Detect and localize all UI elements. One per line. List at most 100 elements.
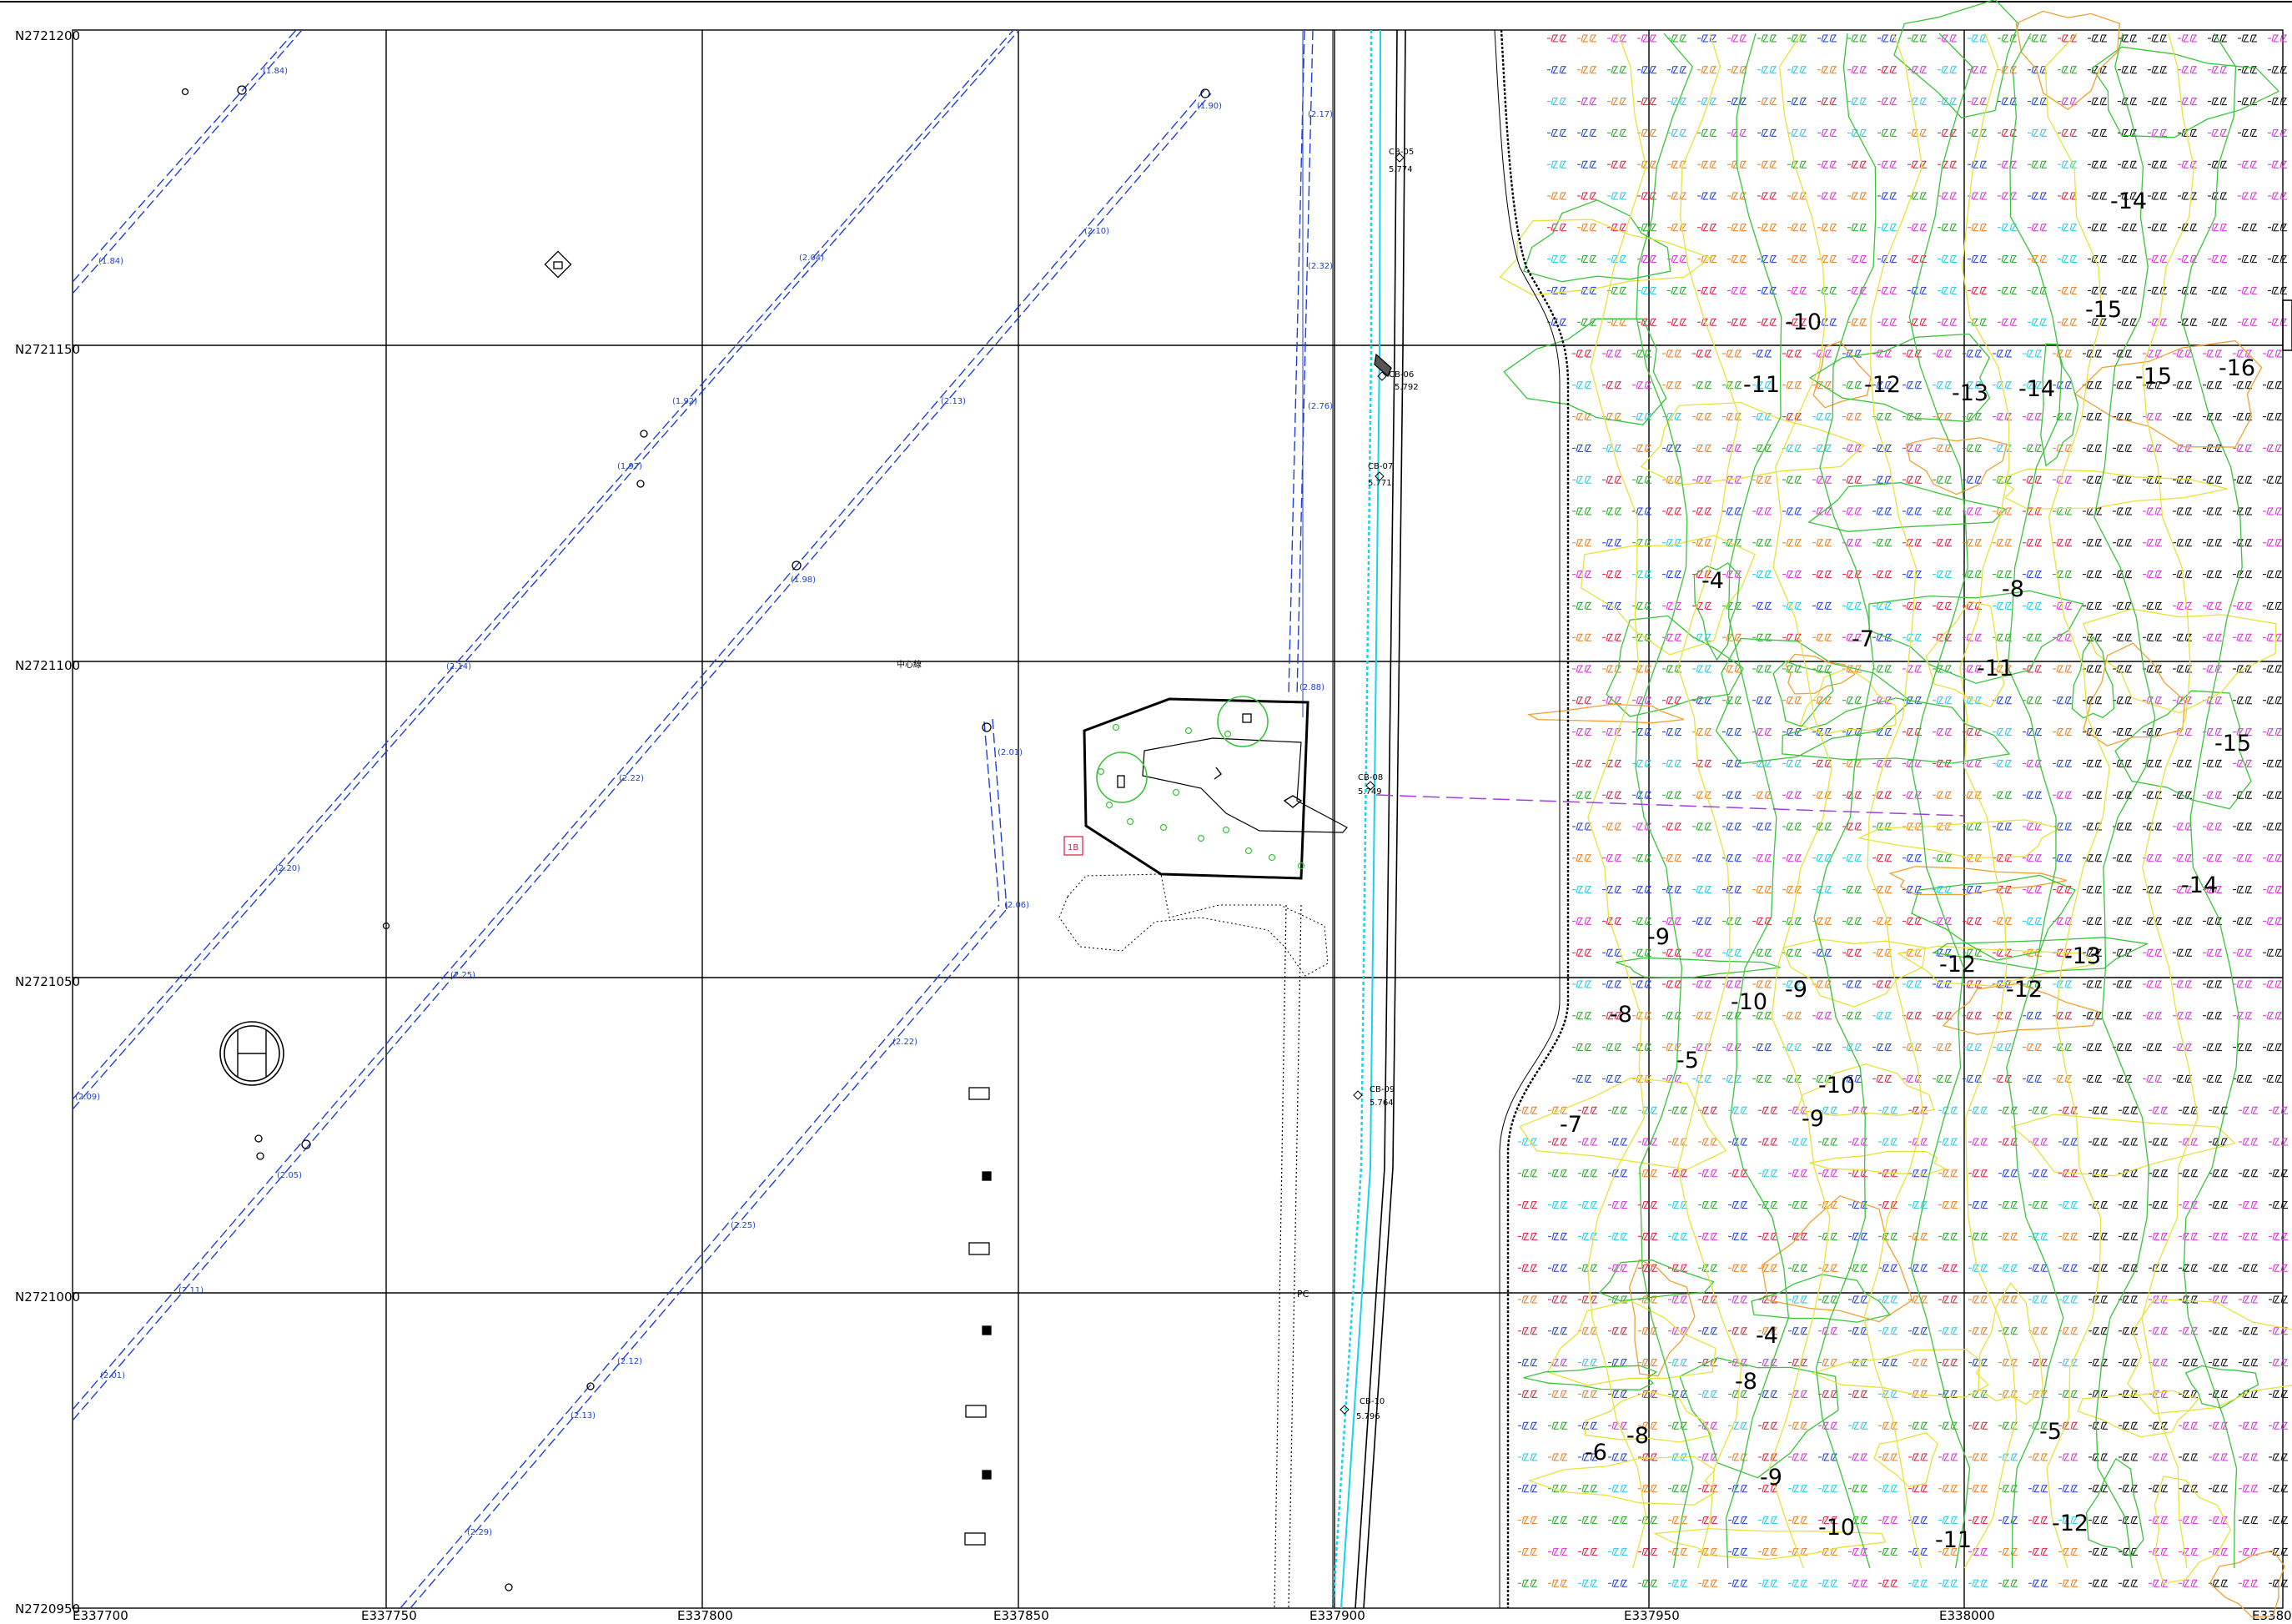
depth-sounding-mark <box>1963 539 1982 547</box>
contour-label: -10 <box>1785 309 1822 335</box>
depth-sounding-mark <box>1998 286 2017 294</box>
depth-sounding-mark <box>1963 444 1982 452</box>
depth-sounding-mark <box>1782 948 1802 957</box>
depth-sounding-mark <box>1968 286 1987 294</box>
depth-sounding-mark <box>1547 34 1566 43</box>
depth-contour <box>2091 46 2279 138</box>
depth-sounding-mark <box>1698 1453 1717 1461</box>
depth-sounding-mark <box>1993 759 2012 767</box>
depth-sounding-mark <box>1993 507 2012 515</box>
depth-sounding-mark <box>2239 1453 2258 1461</box>
depth-sounding-mark <box>2233 381 2252 390</box>
depth-sounding-mark <box>2203 1012 2222 1020</box>
depth-sounding-mark <box>1608 1579 1627 1587</box>
depth-sounding-mark <box>2119 1106 2138 1114</box>
depth-sounding-mark <box>1968 66 1987 74</box>
pipe-label: (2.32) <box>1308 262 1333 271</box>
depth-sounding-mark <box>2119 1264 2138 1272</box>
depth-sounding-mark <box>2269 1169 2288 1178</box>
depth-sounding-mark <box>1908 1201 1928 1209</box>
depth-sounding-mark <box>2238 34 2257 43</box>
depth-sounding-mark <box>1607 66 1626 74</box>
depth-sounding-mark <box>1812 696 1832 705</box>
depth-sounding-mark <box>2053 759 2072 767</box>
pipeline <box>400 904 1000 1609</box>
depth-sounding-mark <box>1902 413 1922 421</box>
pipe-label: (1.90) <box>1197 102 1222 111</box>
depth-sounding-mark <box>2053 444 2072 452</box>
depth-sounding-mark <box>1607 192 1626 200</box>
depth-sounding-mark <box>1637 98 1656 106</box>
depth-sounding-mark <box>2209 1359 2228 1367</box>
depth-sounding-mark <box>1722 728 1742 737</box>
depth-sounding-mark <box>2239 1232 2258 1240</box>
depth-sounding-mark <box>1933 1043 1952 1052</box>
depth-sounding-mark <box>1518 1359 1537 1367</box>
depth-sounding-mark <box>1518 1264 1537 1272</box>
depth-sounding-mark <box>2149 1421 2168 1430</box>
depth-sounding-mark <box>2203 791 2222 799</box>
depth-sounding-mark <box>1548 1547 1567 1556</box>
depth-sounding-mark <box>1578 1232 1597 1240</box>
tree-symbol <box>1105 801 1113 809</box>
depth-sounding-mark <box>1518 1169 1537 1178</box>
depth-sounding-mark <box>1872 507 1892 515</box>
depth-sounding-mark <box>2058 286 2077 294</box>
depth-sounding-mark <box>2028 160 2047 168</box>
depth-sounding-mark <box>2269 1327 2288 1335</box>
depth-sounding-mark <box>2268 160 2287 168</box>
depth-sounding-mark <box>1998 255 2017 264</box>
contour-label: -11 <box>1935 1527 1972 1553</box>
pipe-label: (2.88) <box>1299 683 1324 692</box>
depth-sounding-mark <box>2083 822 2102 831</box>
depth-sounding-mark <box>1667 192 1686 200</box>
depth-sounding-mark <box>1848 1485 1867 1493</box>
building-tag: 1B <box>1063 836 1083 856</box>
depth-sounding-mark <box>1722 507 1742 515</box>
depth-sounding-mark <box>1993 1074 2012 1083</box>
depth-sounding-mark <box>1998 34 2017 43</box>
depth-sounding-mark <box>1722 444 1742 452</box>
depth-sounding-mark <box>1692 571 1711 579</box>
depth-sounding-mark <box>1812 791 1832 799</box>
depth-sounding-mark <box>1698 1232 1717 1240</box>
pipe-label: (2.11) <box>178 1286 204 1295</box>
depth-sounding-mark <box>2118 255 2137 264</box>
depth-sounding-mark <box>1662 696 1681 705</box>
depth-sounding-mark <box>1668 1138 1687 1146</box>
depth-sounding-mark <box>2088 1201 2108 1209</box>
depth-sounding-mark <box>2053 507 2072 515</box>
depth-sounding-mark <box>2233 1012 2252 1020</box>
depth-sounding-mark <box>1547 286 1566 294</box>
depth-sounding-mark <box>1848 1232 1867 1240</box>
depth-sounding-mark <box>2203 665 2222 673</box>
depth-sounding-mark <box>1727 286 1747 294</box>
depth-sounding-mark <box>1968 1516 1988 1525</box>
depth-sounding-mark <box>1998 1485 2018 1493</box>
station-marker: CB-08 5.749 <box>1358 773 1383 797</box>
depth-sounding-mark <box>1758 1169 1777 1178</box>
depth-sounding-mark <box>2173 917 2192 925</box>
depth-sounding-mark <box>2233 665 2252 673</box>
depth-contour <box>1635 33 1694 1569</box>
depth-sounding-mark <box>2173 665 2192 673</box>
depth-sounding-mark <box>1993 854 2012 862</box>
depth-sounding-mark <box>1662 413 1681 421</box>
depth-sounding-mark <box>2233 539 2252 547</box>
depth-sounding-mark <box>1848 1453 1867 1461</box>
depth-sounding-mark <box>1963 571 1982 579</box>
depth-sounding-mark <box>2118 66 2137 74</box>
depth-sounding-mark <box>2263 980 2282 988</box>
section-line <box>1375 794 1965 817</box>
depth-sounding-mark <box>1908 1359 1928 1367</box>
depth-sounding-mark <box>2239 1516 2258 1525</box>
depth-sounding-mark <box>1668 1327 1687 1335</box>
depth-sounding-mark <box>1993 917 2012 925</box>
depth-sounding-mark <box>2269 1485 2288 1493</box>
depth-sounding-mark <box>1697 160 1716 168</box>
depth-sounding-mark <box>1692 759 1711 767</box>
depth-sounding-mark <box>2173 571 2192 579</box>
depth-sounding-mark <box>2209 1516 2228 1525</box>
